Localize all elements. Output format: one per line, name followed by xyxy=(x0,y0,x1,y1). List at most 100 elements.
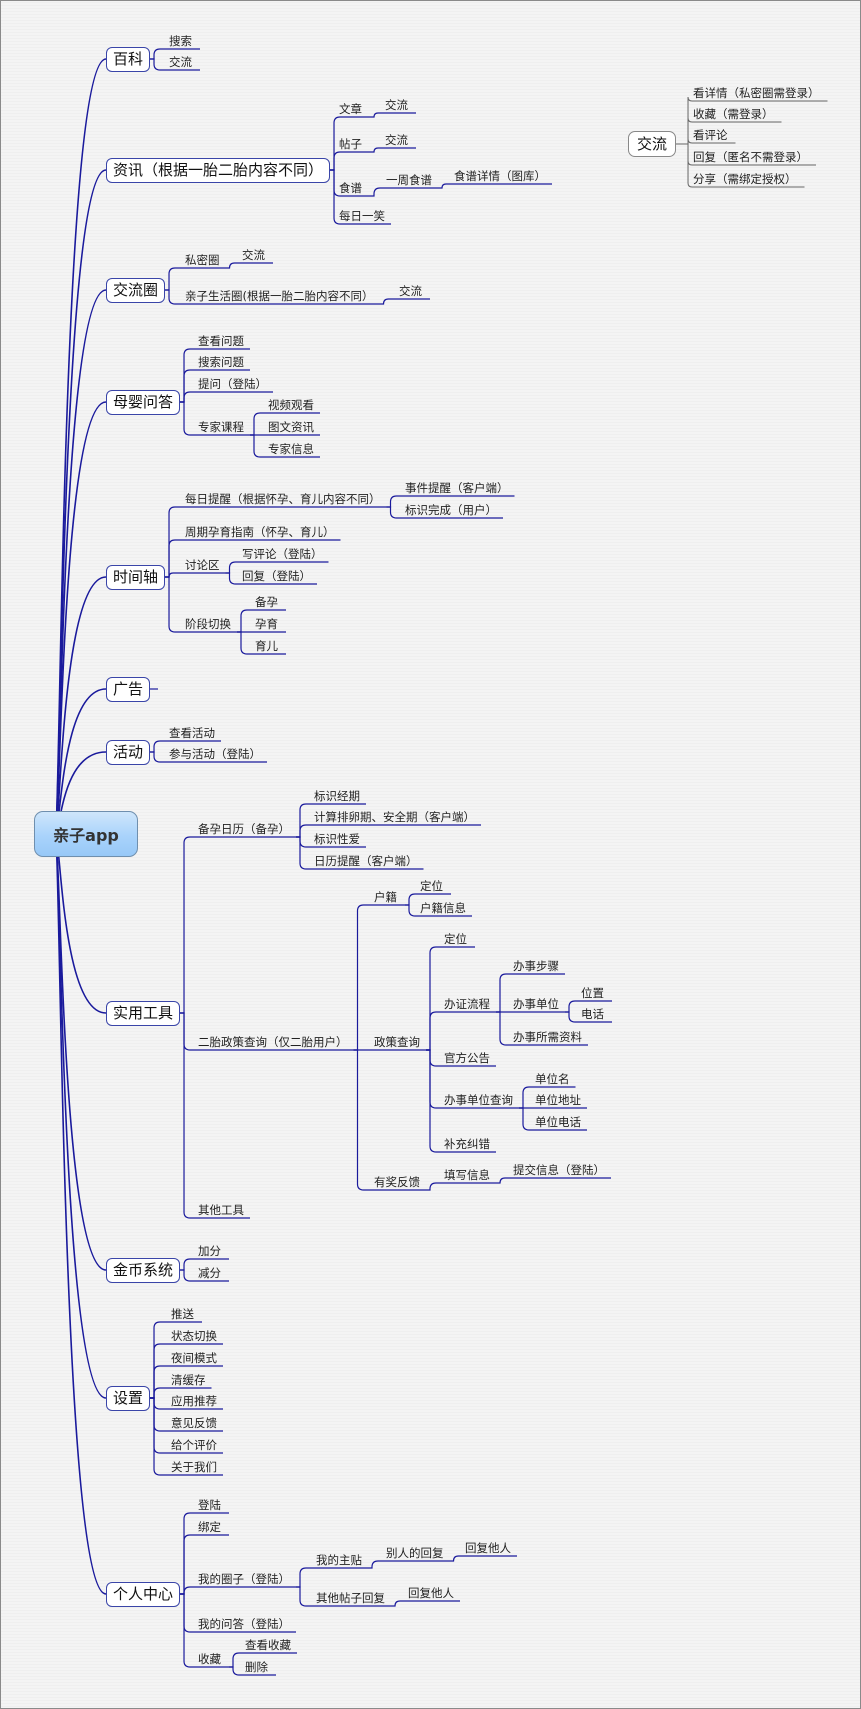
root-topic[interactable]: 亲子app xyxy=(34,811,138,857)
subtopic[interactable]: 电话 xyxy=(581,1007,604,1021)
subtopic[interactable]: 日历提醒（客户端） xyxy=(314,854,418,868)
subtopic[interactable]: 二胎政策查询（仅二胎用户） xyxy=(198,1035,348,1049)
subtopic[interactable]: 查看活动 xyxy=(169,726,215,740)
main-topic-5[interactable]: 时间轴 xyxy=(106,565,166,590)
subtopic[interactable]: 周期孕育指南（怀孕、育儿） xyxy=(185,525,335,539)
main-topic-7[interactable]: 活动 xyxy=(106,740,151,765)
floating-subtopic[interactable]: 收藏（需登录） xyxy=(693,107,774,121)
subtopic[interactable]: 搜索问题 xyxy=(198,355,244,369)
subtopic[interactable]: 官方公告 xyxy=(444,1051,490,1065)
subtopic[interactable]: 办事单位 xyxy=(513,997,559,1011)
subtopic[interactable]: 专家课程 xyxy=(198,420,244,434)
subtopic[interactable]: 阶段切换 xyxy=(185,617,231,631)
subtopic[interactable]: 参与活动（登陆） xyxy=(169,747,261,761)
subtopic[interactable]: 提问（登陆） xyxy=(198,377,267,391)
subtopic[interactable]: 亲子生活圈(根据一胎二胎内容不同） xyxy=(185,289,374,303)
subtopic[interactable]: 应用推荐 xyxy=(171,1394,217,1408)
main-topic-1[interactable]: 百科 xyxy=(106,47,151,72)
subtopic[interactable]: 夜间模式 xyxy=(171,1351,217,1365)
main-topic-4[interactable]: 母婴问答 xyxy=(106,390,181,415)
subtopic[interactable]: 推送 xyxy=(171,1307,194,1321)
subtopic[interactable]: 我的圈子（登陆） xyxy=(198,1572,290,1586)
subtopic[interactable]: 单位电话 xyxy=(535,1115,581,1129)
subtopic[interactable]: 回复他人 xyxy=(408,1586,454,1600)
subtopic[interactable]: 其他帖子回复 xyxy=(316,1591,385,1605)
subtopic[interactable]: 食谱详情（图库） xyxy=(454,169,546,183)
subtopic[interactable]: 帖子 xyxy=(339,137,362,151)
main-topic-3[interactable]: 交流圈 xyxy=(106,278,166,303)
floating-topic[interactable]: 交流 xyxy=(628,131,677,157)
subtopic[interactable]: 查看问题 xyxy=(198,334,244,348)
subtopic[interactable]: 办证流程 xyxy=(444,997,490,1011)
subtopic[interactable]: 每日提醒（根据怀孕、育儿内容不同） xyxy=(185,492,381,506)
subtopic[interactable]: 给个评价 xyxy=(171,1438,217,1452)
subtopic[interactable]: 计算排卵期、安全期（客户端） xyxy=(314,810,475,824)
subtopic[interactable]: 减分 xyxy=(198,1266,221,1280)
subtopic[interactable]: 办事所需资料 xyxy=(513,1030,582,1044)
subtopic[interactable]: 食谱 xyxy=(339,181,362,195)
subtopic[interactable]: 户籍信息 xyxy=(420,901,466,915)
subtopic[interactable]: 我的问答（登陆） xyxy=(198,1617,290,1631)
subtopic[interactable]: 专家信息 xyxy=(268,442,314,456)
subtopic[interactable]: 标识性爱 xyxy=(314,832,360,846)
subtopic[interactable]: 位置 xyxy=(581,986,604,1000)
subtopic[interactable]: 事件提醒（客户端） xyxy=(405,481,509,495)
subtopic[interactable]: 标识经期 xyxy=(314,789,360,803)
subtopic[interactable]: 备孕 xyxy=(255,595,278,609)
subtopic[interactable]: 我的主贴 xyxy=(316,1553,362,1567)
main-topic-10[interactable]: 设置 xyxy=(106,1386,151,1411)
subtopic[interactable]: 清缓存 xyxy=(171,1373,206,1387)
subtopic[interactable]: 提交信息（登陆） xyxy=(513,1163,605,1177)
subtopic[interactable]: 办事单位查询 xyxy=(444,1093,513,1107)
subtopic[interactable]: 定位 xyxy=(444,932,467,946)
subtopic[interactable]: 绑定 xyxy=(198,1520,221,1534)
subtopic[interactable]: 视频观看 xyxy=(268,398,314,412)
subtopic[interactable]: 户籍 xyxy=(374,890,397,904)
subtopic[interactable]: 政策查询 xyxy=(374,1035,420,1049)
subtopic[interactable]: 标识完成（用户） xyxy=(405,503,497,517)
subtopic[interactable]: 育儿 xyxy=(255,639,278,653)
subtopic[interactable]: 单位地址 xyxy=(535,1093,581,1107)
subtopic[interactable]: 备孕日历（备孕） xyxy=(198,822,290,836)
subtopic[interactable]: 私密圈 xyxy=(185,253,220,267)
subtopic[interactable]: 删除 xyxy=(245,1660,268,1674)
subtopic[interactable]: 收藏 xyxy=(198,1652,221,1666)
subtopic[interactable]: 交流 xyxy=(385,133,408,147)
subtopic[interactable]: 意见反馈 xyxy=(171,1416,217,1430)
subtopic[interactable]: 其他工具 xyxy=(198,1203,244,1217)
floating-subtopic[interactable]: 看详情（私密圈需登录） xyxy=(693,86,820,100)
main-topic-8[interactable]: 实用工具 xyxy=(106,1001,181,1026)
subtopic[interactable]: 交流 xyxy=(385,98,408,112)
subtopic[interactable]: 查看收藏 xyxy=(245,1638,291,1652)
floating-subtopic[interactable]: 回复（匿名不需登录） xyxy=(693,150,808,164)
subtopic[interactable]: 交流 xyxy=(242,248,265,262)
subtopic[interactable]: 每日一笑 xyxy=(339,209,385,223)
main-topic-2[interactable]: 资讯（根据一胎二胎内容不同） xyxy=(106,158,331,183)
subtopic[interactable]: 填写信息 xyxy=(444,1168,490,1182)
subtopic[interactable]: 加分 xyxy=(198,1244,221,1258)
subtopic[interactable]: 关于我们 xyxy=(171,1460,217,1474)
subtopic[interactable]: 孕育 xyxy=(255,617,278,631)
subtopic[interactable]: 状态切换 xyxy=(171,1329,217,1343)
subtopic[interactable]: 图文资讯 xyxy=(268,420,314,434)
subtopic[interactable]: 定位 xyxy=(420,879,443,893)
subtopic[interactable]: 文章 xyxy=(339,102,362,116)
subtopic[interactable]: 登陆 xyxy=(198,1498,221,1512)
subtopic[interactable]: 搜索 xyxy=(169,34,192,48)
main-topic-11[interactable]: 个人中心 xyxy=(106,1582,181,1607)
subtopic[interactable]: 有奖反馈 xyxy=(374,1175,420,1189)
main-topic-6[interactable]: 广告 xyxy=(106,677,151,702)
subtopic[interactable]: 别人的回复 xyxy=(386,1546,444,1560)
main-topic-9[interactable]: 金币系统 xyxy=(106,1258,181,1283)
subtopic[interactable]: 讨论区 xyxy=(185,558,220,572)
subtopic[interactable]: 交流 xyxy=(169,55,192,69)
floating-subtopic[interactable]: 分享（需绑定授权） xyxy=(693,172,797,186)
floating-subtopic[interactable]: 看评论 xyxy=(693,128,728,142)
subtopic[interactable]: 办事步骤 xyxy=(513,959,559,973)
subtopic[interactable]: 交流 xyxy=(399,284,422,298)
subtopic[interactable]: 一周食谱 xyxy=(386,173,432,187)
subtopic[interactable]: 单位名 xyxy=(535,1072,570,1086)
subtopic[interactable]: 补充纠错 xyxy=(444,1137,490,1151)
subtopic[interactable]: 回复他人 xyxy=(465,1541,511,1555)
subtopic[interactable]: 回复（登陆） xyxy=(242,569,311,583)
